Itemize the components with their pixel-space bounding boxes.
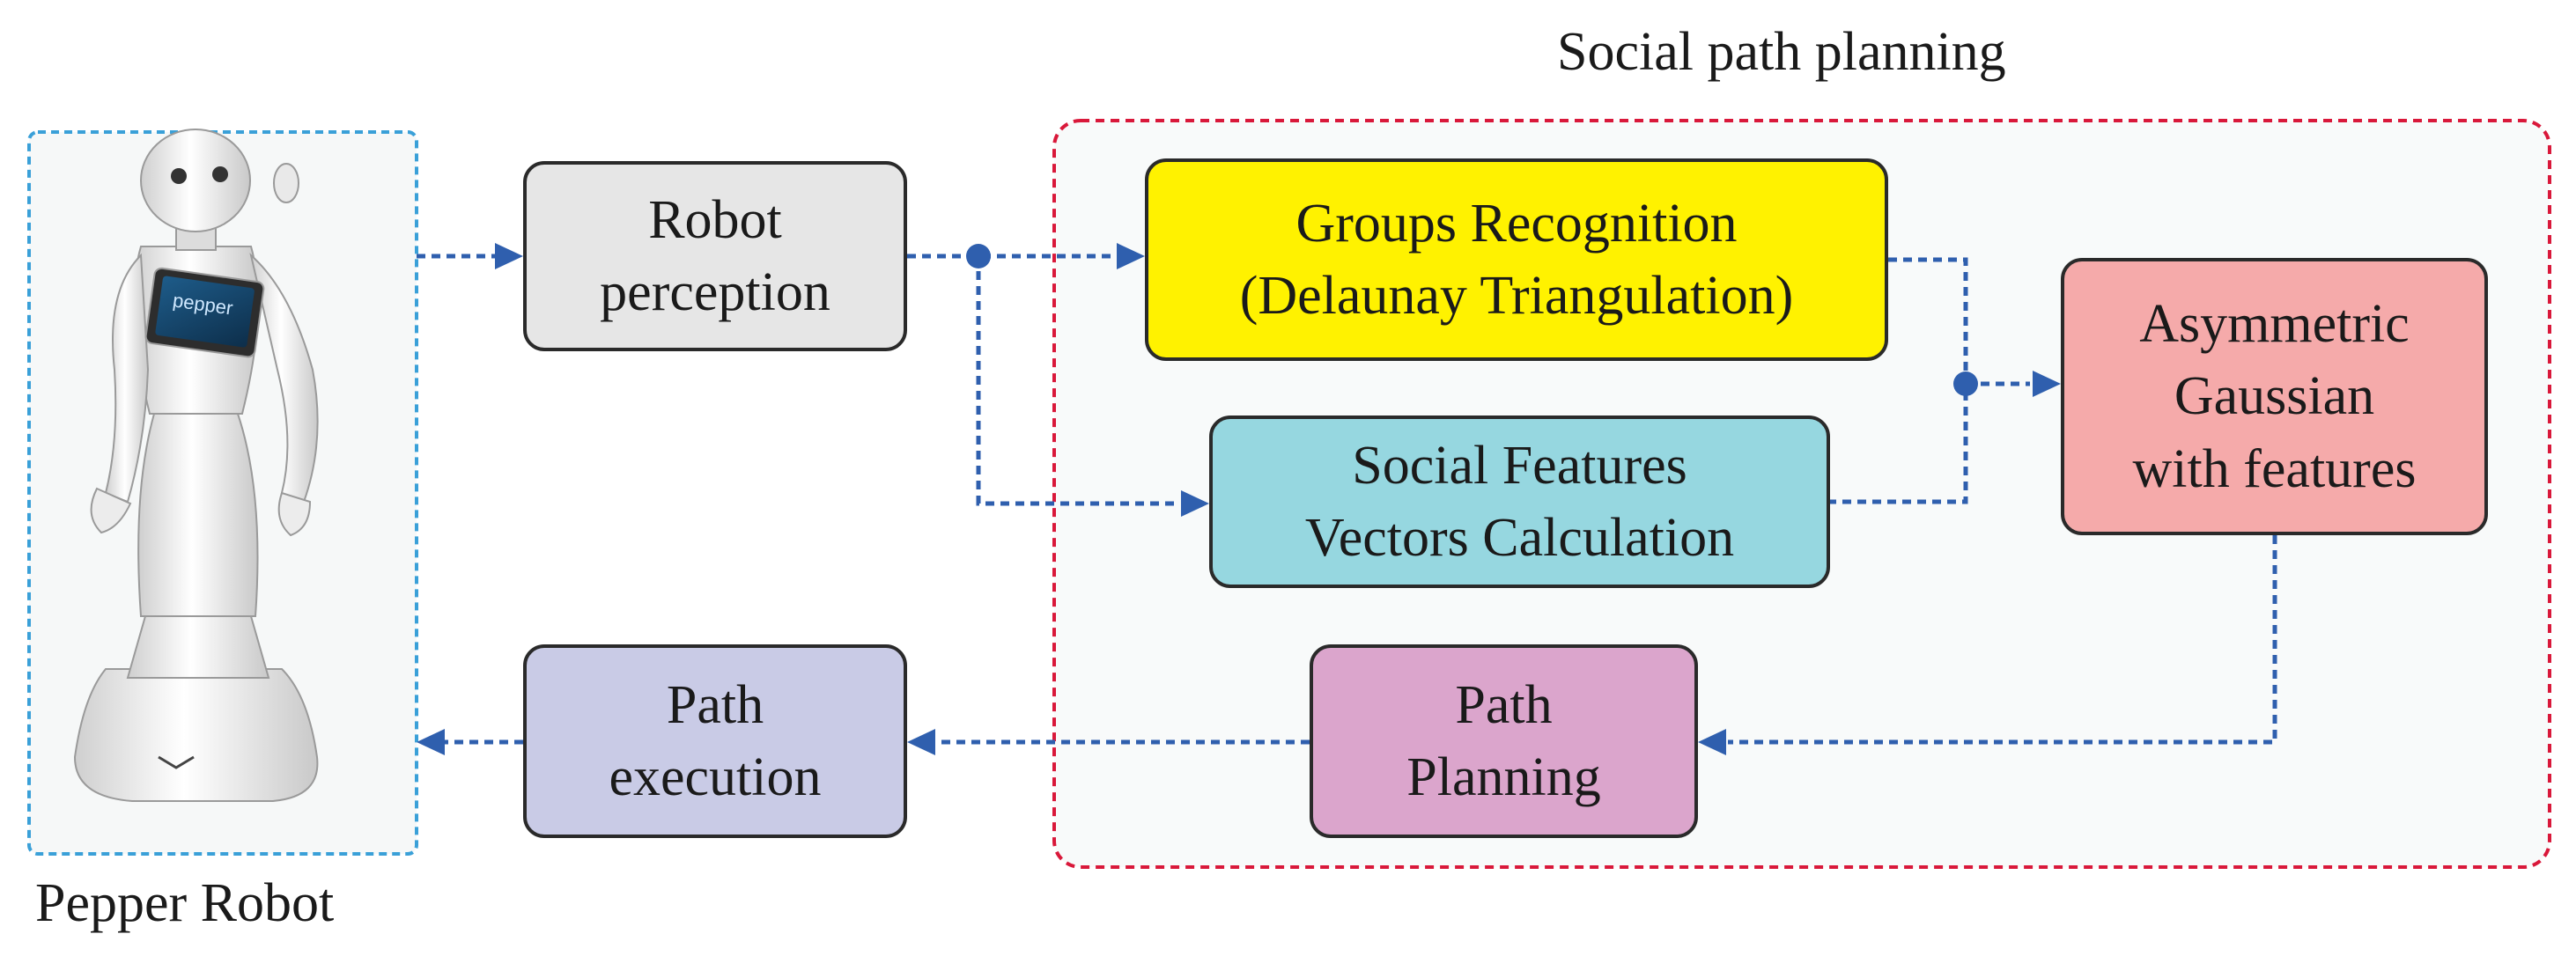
path-planning-line-2: Planning [1406, 747, 1601, 807]
path-execution-box: Path execution [523, 644, 907, 838]
path-planning-box: Path Planning [1310, 644, 1698, 838]
path-planning-line-1: Path [1455, 674, 1553, 735]
asymmetric-gaussian-line-1: Asymmetric [2139, 293, 2410, 354]
asymmetric-gaussian-line-2: Gaussian [2174, 366, 2375, 427]
path-execution-line-2: execution [609, 747, 822, 807]
social-features-line-2: Vectors Calculation [1304, 508, 1735, 568]
robot-perception-line-1: Robot [648, 189, 782, 250]
robot-perception-box: Robot perception [523, 161, 907, 351]
social-path-planning-title: Social path planning [1557, 22, 2006, 82]
robot-perception-line-2: perception [600, 262, 830, 322]
groups-recognition-line-2: (Delaunay Triangulation) [1239, 266, 1794, 326]
social-features-box: Social Features Vectors Calculation [1209, 415, 1830, 588]
pepper-robot-illustration [73, 129, 319, 802]
asymmetric-gaussian-line-3: with features [2132, 438, 2417, 499]
social-features-line-1: Social Features [1352, 435, 1687, 496]
asymmetric-gaussian-box: Asymmetric Gaussian with features [2061, 258, 2488, 535]
groups-recognition-line-1: Groups Recognition [1295, 193, 1738, 254]
groups-recognition-box: Groups Recognition (Delaunay Triangulati… [1145, 158, 1888, 361]
path-execution-line-1: Path [666, 674, 764, 735]
pepper-robot-title: Pepper Robot [35, 873, 335, 933]
